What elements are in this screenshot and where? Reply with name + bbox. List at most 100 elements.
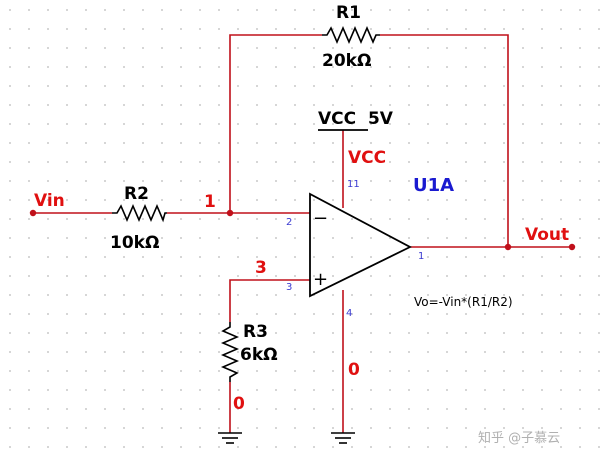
grid-dot bbox=[560, 66, 562, 68]
grid-dot bbox=[28, 313, 30, 315]
grid-dot bbox=[180, 47, 182, 49]
pin2-label: 2 bbox=[286, 217, 292, 228]
grid-dot bbox=[199, 294, 201, 296]
grid-dot bbox=[123, 85, 125, 87]
grid-dot bbox=[522, 161, 524, 163]
grid-dot bbox=[389, 275, 391, 277]
grid-dot bbox=[408, 28, 410, 30]
grid-dot bbox=[522, 85, 524, 87]
grid-dot bbox=[142, 142, 144, 144]
grid-dot bbox=[256, 66, 258, 68]
grid-dot bbox=[389, 294, 391, 296]
grid-dot bbox=[503, 294, 505, 296]
grid-dot bbox=[522, 104, 524, 106]
grid-dot bbox=[161, 389, 163, 391]
grid-dot bbox=[484, 66, 486, 68]
grid-dot bbox=[484, 180, 486, 182]
grid-dot bbox=[427, 47, 429, 49]
grid-dot bbox=[465, 446, 467, 448]
grid-dot bbox=[237, 275, 239, 277]
grid-dot bbox=[142, 389, 144, 391]
grid-dot bbox=[294, 104, 296, 106]
grid-dot bbox=[579, 427, 581, 429]
grid-dot bbox=[313, 313, 315, 315]
grid-dot bbox=[560, 104, 562, 106]
grid-dot bbox=[47, 332, 49, 334]
grid-dot bbox=[427, 370, 429, 372]
grid-dot bbox=[104, 199, 106, 201]
grid-dot bbox=[28, 332, 30, 334]
grid-dot bbox=[465, 199, 467, 201]
grid-dot bbox=[123, 218, 125, 220]
grid-dot bbox=[598, 142, 600, 144]
grid-dot bbox=[427, 256, 429, 258]
grid-dot bbox=[465, 123, 467, 125]
grid-dot bbox=[427, 85, 429, 87]
grid-dot bbox=[9, 408, 11, 410]
grid-dot bbox=[28, 275, 30, 277]
pin3-label: 3 bbox=[286, 282, 292, 293]
grid-dot bbox=[28, 389, 30, 391]
grid-dot bbox=[9, 66, 11, 68]
grid-dot bbox=[294, 66, 296, 68]
grid-dot bbox=[180, 332, 182, 334]
grid-dot bbox=[66, 123, 68, 125]
grid-dot bbox=[142, 123, 144, 125]
grid-dot bbox=[503, 237, 505, 239]
grid-dot bbox=[275, 370, 277, 372]
grid-dot bbox=[522, 332, 524, 334]
grid-dot bbox=[313, 66, 315, 68]
grid-dot bbox=[332, 313, 334, 315]
r2-name: R2 bbox=[124, 184, 149, 204]
grid-dot bbox=[161, 370, 163, 372]
grid-dot bbox=[9, 199, 11, 201]
grid-dot bbox=[598, 85, 600, 87]
pin11-label: 11 bbox=[347, 179, 360, 190]
grid-dot bbox=[237, 351, 239, 353]
grid-dot bbox=[161, 256, 163, 258]
grid-dot bbox=[294, 294, 296, 296]
grid-dot bbox=[465, 275, 467, 277]
grid-dot bbox=[579, 161, 581, 163]
grid-dot bbox=[408, 351, 410, 353]
grid-dot bbox=[123, 142, 125, 144]
grid-dot bbox=[123, 104, 125, 106]
grid-dot bbox=[218, 218, 220, 220]
grid-dot bbox=[142, 446, 144, 448]
grid-dot bbox=[9, 332, 11, 334]
grid-dot bbox=[332, 446, 334, 448]
grid-dot bbox=[408, 142, 410, 144]
grid-dot bbox=[560, 351, 562, 353]
grid-dot bbox=[199, 256, 201, 258]
grid-dot bbox=[161, 9, 163, 11]
grid-dot bbox=[465, 237, 467, 239]
grid-dot bbox=[294, 275, 296, 277]
grid-dot bbox=[408, 389, 410, 391]
grid-dot bbox=[275, 199, 277, 201]
grid-dot bbox=[579, 389, 581, 391]
grid-dot bbox=[313, 332, 315, 334]
grid-dot bbox=[47, 180, 49, 182]
grid-dot bbox=[237, 66, 239, 68]
grid-dot bbox=[180, 408, 182, 410]
grid-dot bbox=[47, 370, 49, 372]
grid-dot bbox=[579, 28, 581, 30]
grid-dot bbox=[9, 313, 11, 315]
grid-dot bbox=[275, 237, 277, 239]
grid-dot bbox=[522, 389, 524, 391]
grid-dot bbox=[256, 256, 258, 258]
grid-dot bbox=[256, 9, 258, 11]
grid-dot bbox=[142, 199, 144, 201]
grid-dot bbox=[389, 332, 391, 334]
grid-dot bbox=[465, 408, 467, 410]
grid-dot bbox=[218, 237, 220, 239]
grid-dot bbox=[275, 9, 277, 11]
grid-dot bbox=[408, 47, 410, 49]
r3-value: 6kΩ bbox=[240, 345, 278, 365]
grid-dot bbox=[161, 104, 163, 106]
grid-dot bbox=[237, 199, 239, 201]
grid-dot bbox=[408, 332, 410, 334]
grid-dot bbox=[47, 275, 49, 277]
grid-dot bbox=[389, 351, 391, 353]
grid-dot bbox=[47, 142, 49, 144]
